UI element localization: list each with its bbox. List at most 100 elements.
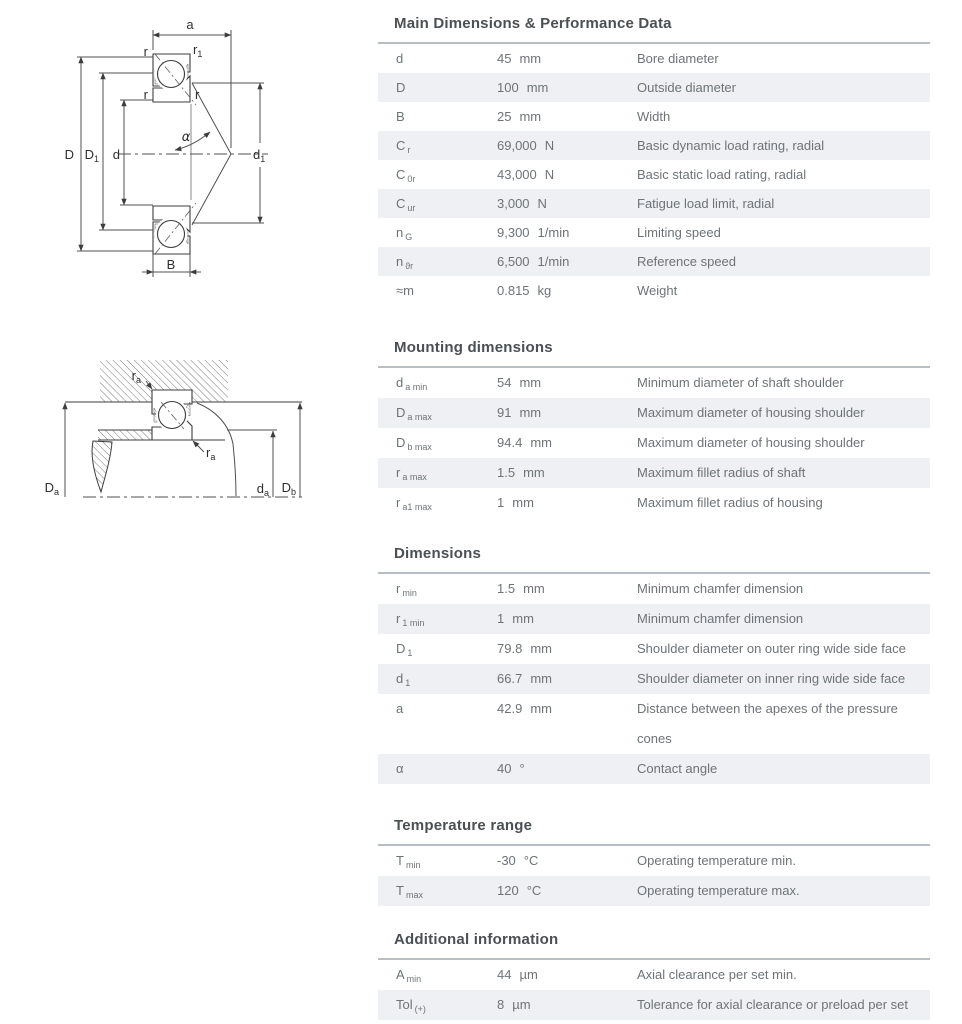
value: 69,000	[497, 138, 537, 153]
description: Maximum fillet radius of housing	[637, 495, 823, 510]
description: Maximum diameter of housing shoulder	[637, 435, 865, 450]
unit: mm	[519, 51, 542, 66]
dim-label-Db: Db	[282, 480, 296, 497]
symbol-subscript: G	[405, 232, 413, 242]
description: Maximum fillet radius of shaft	[637, 465, 806, 480]
description: Distance between the apexes of the press…	[637, 701, 898, 746]
value-cell: 40 °	[497, 754, 637, 784]
description: Basic static load rating, radial	[637, 167, 807, 182]
bearing-cross-section-diagram: a D D1 d d1 B α r r1 r r	[30, 8, 330, 308]
symbol-main: D	[396, 435, 406, 450]
value: 42.9	[497, 701, 523, 716]
dim-label-r-mid-right: r	[195, 87, 200, 102]
symbol-cell: α	[378, 754, 497, 784]
unit: mm	[526, 80, 549, 95]
symbol-main: d	[396, 671, 404, 686]
symbol-main: D	[396, 80, 406, 95]
bearing-section	[151, 389, 193, 441]
unit: °	[519, 761, 525, 776]
symbol-cell: ≈m	[378, 276, 497, 305]
symbol-main: r	[396, 581, 401, 596]
contact-angle-arc	[174, 131, 211, 152]
shaft-shoulder-section	[98, 430, 152, 440]
dim-label-B: B	[167, 257, 176, 272]
unit: µm	[519, 967, 538, 982]
symbol-main: C	[396, 196, 406, 211]
symbol-main: C	[396, 167, 406, 182]
description: Shoulder diameter on outer ring wide sid…	[637, 641, 906, 656]
housing-section	[100, 360, 228, 402]
shaft-break-section	[91, 440, 113, 494]
description: Minimum chamfer dimension	[637, 581, 804, 596]
value: 1	[497, 611, 505, 626]
unit: mm	[530, 641, 552, 656]
symbol-main: D	[396, 405, 406, 420]
value: 3,000	[497, 196, 530, 211]
contact-line	[160, 401, 185, 430]
pressure-cone-line	[191, 153, 232, 226]
value-cell: 45 mm	[497, 44, 637, 73]
description: Operating temperature max.	[637, 883, 800, 898]
symbol-subscript: b max	[407, 442, 432, 452]
value-cell: 100 mm	[497, 73, 637, 102]
value: 100	[497, 80, 519, 95]
symbol-subscript: 0r	[407, 174, 416, 184]
bearing-mounting-diagram: ra ra Da da Db	[10, 352, 310, 507]
description: Width	[637, 109, 671, 124]
value: 8	[497, 997, 505, 1012]
ra-leader	[192, 440, 205, 453]
description: Minimum diameter of shaft shoulder	[637, 375, 844, 390]
value: 66.7	[497, 671, 523, 686]
symbol-main: T	[396, 883, 404, 898]
value: 40	[497, 761, 512, 776]
unit: mm	[523, 581, 545, 596]
ra-leader	[145, 380, 153, 390]
symbol-cell: D	[378, 73, 497, 102]
dim-label-D1: D1	[85, 147, 99, 164]
symbol-cell: B	[378, 102, 497, 131]
description: Limiting speed	[637, 225, 721, 240]
value: 91	[497, 405, 512, 420]
symbol-main: α	[396, 761, 404, 776]
dim-label-d1: d1	[253, 147, 265, 164]
symbol-subscript: min	[402, 588, 417, 598]
unit: mm	[519, 375, 542, 390]
symbol-subscript: ϑr	[405, 261, 414, 271]
symbol-main: ≈m	[396, 283, 414, 298]
symbol-cell: d	[378, 44, 497, 73]
dim-label-D: D	[65, 147, 74, 162]
unit: 1/min	[537, 254, 570, 269]
symbol-subscript: a max	[407, 412, 432, 422]
contact-line	[154, 53, 197, 106]
ball-icon	[156, 59, 186, 89]
value: 45	[497, 51, 512, 66]
dim-label-a: a	[186, 17, 194, 32]
section-title: Dimensions	[394, 545, 482, 562]
symbol-main: T	[396, 853, 404, 868]
description: Outside diameter	[637, 80, 736, 95]
